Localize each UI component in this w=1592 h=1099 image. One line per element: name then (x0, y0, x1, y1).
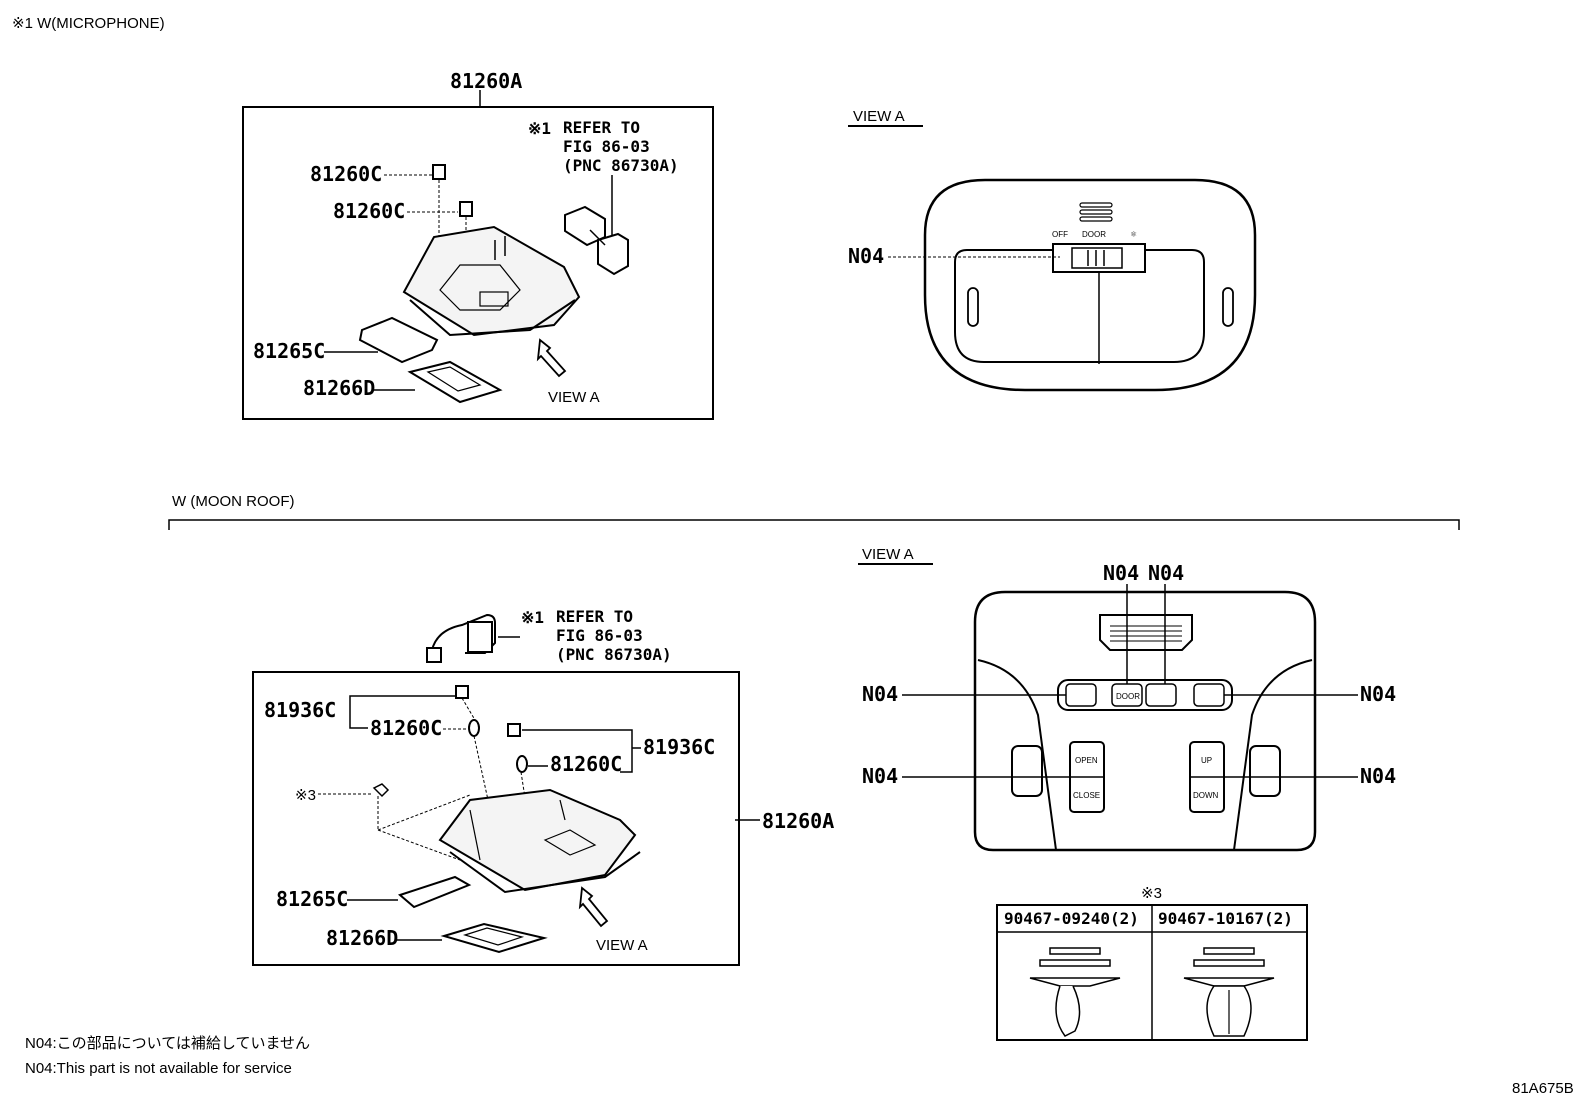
lamp-housing-2 (438, 788, 641, 894)
grille-icon (1079, 202, 1113, 222)
clip-90467-10167-icon (1183, 947, 1275, 1037)
part-81266d: 81266D (303, 376, 375, 400)
note-japanese: N04:この部品については補給していません (25, 1035, 310, 1052)
section2-bracket (168, 519, 1460, 530)
console-outline (923, 178, 1257, 392)
figure-code: 81A675B (1512, 1080, 1574, 1097)
callout-n04-left-2: N04 (862, 764, 898, 788)
part-81936c-left: 81936C (264, 698, 336, 722)
view-a2-title: VIEW A (862, 546, 914, 563)
callout-n04-top-2: N04 (1148, 561, 1184, 585)
socket-icon (455, 685, 469, 699)
lens-part-2 (397, 875, 472, 909)
part-81260c-right: 81260C (550, 752, 622, 776)
grille-icon (1099, 614, 1193, 651)
note-english: N04:This part is not available for servi… (25, 1060, 292, 1077)
view-arrow-icon (578, 886, 609, 928)
part-81266d-2: 81266D (326, 926, 398, 950)
part-81936c-right: 81936C (643, 735, 715, 759)
switch-door-label: DOOR (1082, 230, 1106, 239)
part-81260c-a: 81260C (310, 162, 382, 186)
lens-part (358, 316, 439, 364)
ref-mark: ※1 (528, 119, 551, 138)
callout-n04-top-1: N04 (1103, 561, 1139, 585)
ref-line-3: (PNC 86730A) (563, 156, 679, 175)
microphone-part (564, 205, 629, 276)
ref-line-1: REFER TO (563, 118, 640, 137)
view-arrow-label-2: VIEW A (596, 937, 648, 954)
cover-part-2 (440, 922, 548, 954)
section2-header: W (MOON ROOF) (172, 493, 294, 510)
lamp-housing (402, 225, 581, 337)
down-label: DOWN (1193, 791, 1219, 800)
view-arrow-icon (536, 338, 567, 378)
clip-col-2: 90467-10167(2) (1158, 909, 1293, 928)
ref2-line-2: FIG 86-03 (556, 626, 643, 645)
bulb-icon (468, 719, 480, 737)
section2-assembly: ※1 REFER TO FIG 86-03 (PNC 86730A) 81936… (252, 607, 834, 966)
assembly-frame-2 (252, 671, 740, 966)
clip-icon (372, 783, 390, 798)
bulb-icon (459, 201, 473, 217)
ref-line-2: FIG 86-03 (563, 137, 650, 156)
part-81265c-2: 81265C (276, 887, 348, 911)
clip-col-1: 90467-09240(2) (1004, 909, 1139, 928)
ref2-line-1: REFER TO (556, 607, 633, 626)
assembly-label: 81260A (450, 69, 522, 93)
part-81265c: 81265C (253, 339, 325, 363)
ref2-line-3: (PNC 86730A) (556, 645, 672, 664)
close-label: CLOSE (1073, 791, 1100, 800)
section1-assembly: 81260A ※1 REFER TO FIG 86-03 (PNC 86730A… (242, 69, 714, 420)
clip-table: ※3 90467-09240(2) 90467-10167(2) (996, 885, 1308, 1041)
switch-off-label: OFF (1052, 230, 1068, 239)
cover-part (407, 360, 503, 404)
part-81260c-left: 81260C (370, 716, 442, 740)
bulb-icon (516, 755, 528, 773)
console-outline-2 (973, 590, 1317, 852)
door-button-label: DOOR (1116, 692, 1140, 701)
bulb-icon (432, 164, 446, 180)
callout-n04-right-1: N04 (1360, 682, 1396, 706)
ref-mark-2: ※1 (521, 608, 544, 627)
view-a1-title: VIEW A (853, 108, 905, 125)
switch-on-label: ⚛ (1130, 230, 1137, 239)
clip-mark: ※3 (295, 787, 316, 804)
socket-icon (507, 723, 521, 737)
view-a-2: VIEW A DOOR OPEN CLOSE UP DOWN (858, 546, 1396, 852)
up-label: UP (1201, 756, 1212, 765)
map-light-right-button (1193, 683, 1225, 707)
assembly-label-2: 81260A (762, 809, 834, 833)
view-a-1: VIEW A OFF DOOR ⚛ N04 (848, 108, 1257, 392)
top-header: ※1 W(MICROPHONE) (12, 15, 165, 32)
microphone-part-2 (426, 613, 496, 663)
open-label: OPEN (1075, 756, 1098, 765)
part-81260c-b: 81260C (333, 199, 405, 223)
callout-n04: N04 (848, 244, 884, 268)
clip-90467-09240-icon (1029, 947, 1121, 1037)
callout-n04-left-1: N04 (862, 682, 898, 706)
room-button (1145, 683, 1177, 707)
callout-n04-right-2: N04 (1360, 764, 1396, 788)
map-light-left-button (1065, 683, 1097, 707)
assembly-frame-1 (242, 106, 714, 420)
view-arrow-label: VIEW A (548, 389, 600, 406)
clip-table-title: ※3 (1141, 885, 1162, 902)
